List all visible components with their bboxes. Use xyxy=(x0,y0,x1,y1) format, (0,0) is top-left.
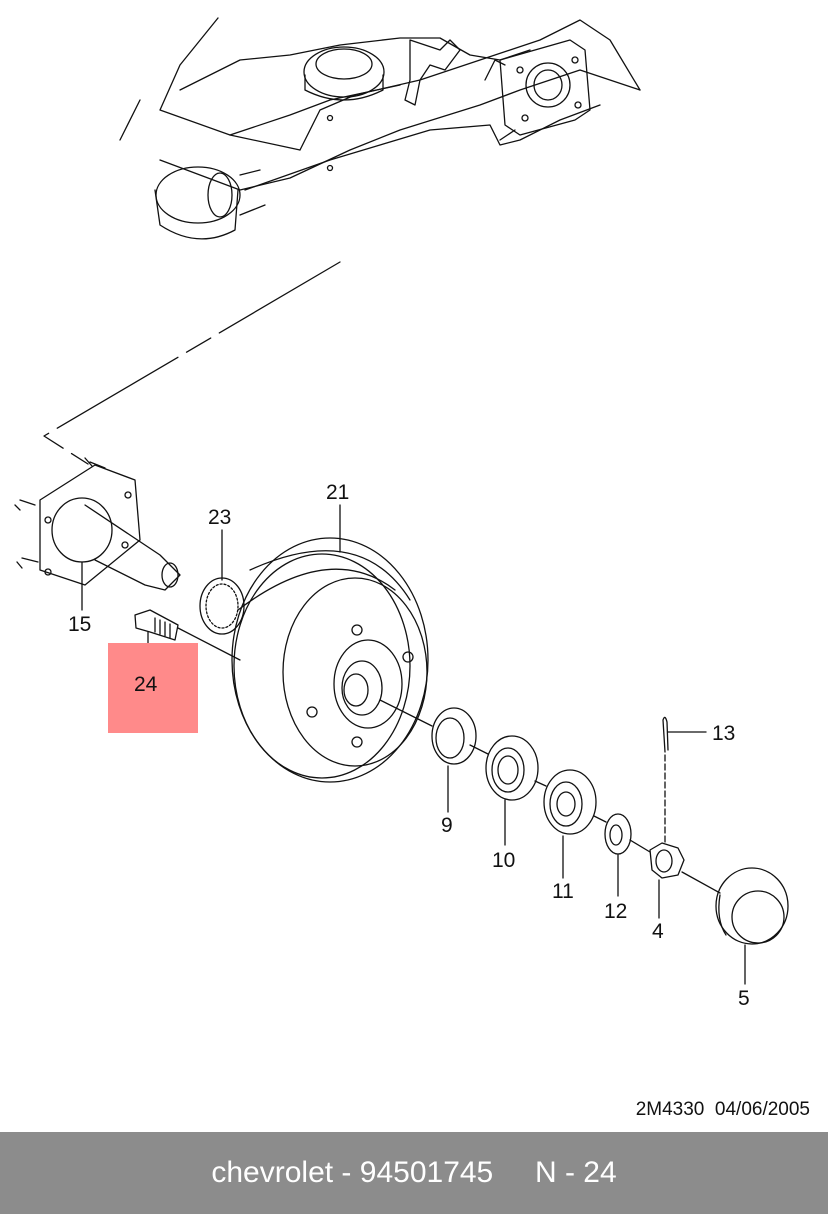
exploded-parts-diagram: 21 23 15 24 13 9 10 11 12 4 5 2M4330 04/… xyxy=(14,17,810,1120)
callout-5[interactable]: 5 xyxy=(738,987,750,1010)
part-info-footer: chevrolet - 94501745 N - 24 xyxy=(0,1132,828,1214)
cotter-pin xyxy=(662,716,669,753)
axis-line xyxy=(177,627,721,894)
leader-line xyxy=(43,261,341,465)
thrust-washer xyxy=(604,813,632,855)
inner-bearing xyxy=(485,735,539,801)
callout-13[interactable]: 13 xyxy=(712,722,735,745)
callout-10[interactable]: 10 xyxy=(492,849,515,872)
spacer xyxy=(493,1156,535,1190)
spindle-flange xyxy=(14,457,181,591)
brand-name: chevrolet xyxy=(211,1156,334,1189)
wheel-bolt xyxy=(134,609,179,641)
tone-ring xyxy=(199,577,245,635)
callout-21[interactable]: 21 xyxy=(326,481,349,504)
callout-11[interactable]: 11 xyxy=(552,880,574,903)
outer-bearing xyxy=(543,769,597,835)
highlight-box-24 xyxy=(108,643,198,733)
oil-seal xyxy=(431,707,477,765)
callout-15[interactable]: 15 xyxy=(68,613,91,636)
callout-23[interactable]: 23 xyxy=(208,506,231,529)
callout-24[interactable]: 24 xyxy=(134,673,158,696)
separator: - xyxy=(333,1156,360,1189)
rear-axle-beam xyxy=(119,17,641,240)
brake-drum xyxy=(231,537,429,783)
callout-12[interactable]: 12 xyxy=(604,900,627,923)
castle-nut xyxy=(649,842,685,879)
callout-4[interactable]: 4 xyxy=(652,920,664,943)
drawing-reference: 2M4330 04/06/2005 xyxy=(636,1099,810,1120)
part-number: 94501745 xyxy=(359,1156,494,1189)
callout-9[interactable]: 9 xyxy=(441,814,453,837)
diagram-position: N - 24 xyxy=(534,1156,617,1189)
dust-cap xyxy=(715,867,789,945)
